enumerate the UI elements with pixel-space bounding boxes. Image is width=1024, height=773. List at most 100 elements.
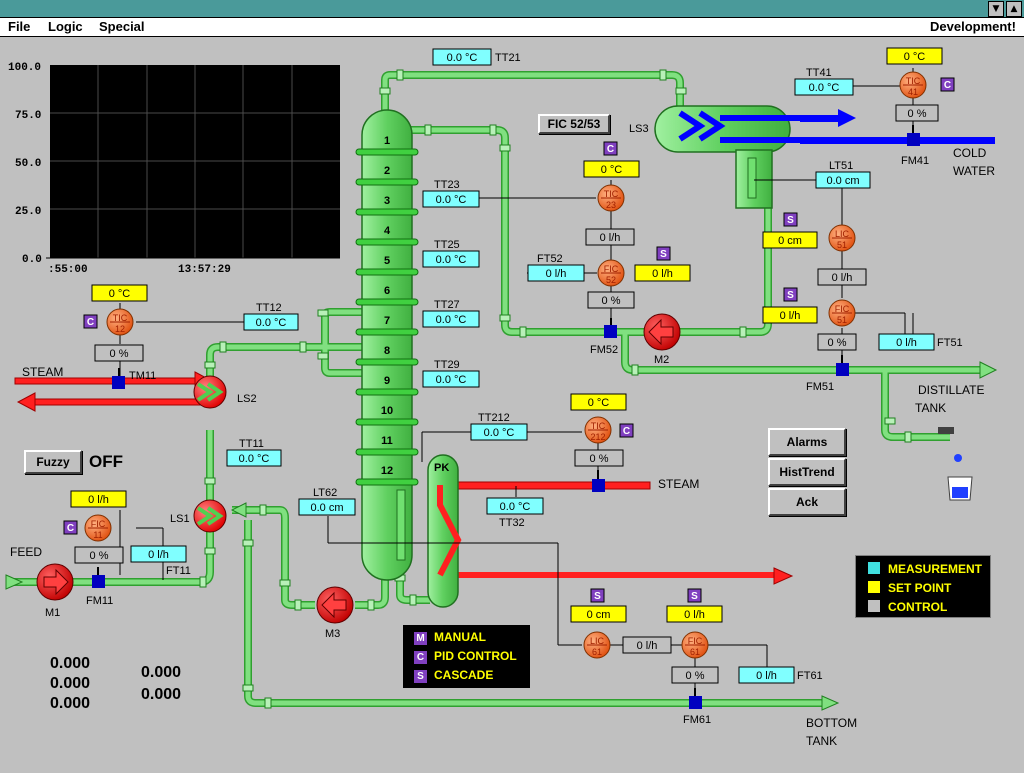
tray-number: 2: [384, 165, 390, 177]
valve-fm61[interactable]: [689, 688, 702, 709]
menu-special[interactable]: Special: [99, 19, 145, 34]
mode-badge-manual-icon: M: [414, 632, 427, 645]
valve-fm41[interactable]: [907, 125, 920, 146]
menu-logic[interactable]: Logic: [48, 19, 83, 34]
pump-m2[interactable]: [643, 313, 681, 351]
tray-number: 10: [381, 405, 393, 417]
lic61-output-value: 0 l/h: [637, 640, 658, 652]
fic11-setpoint[interactable]: 0 l/h: [70, 490, 127, 508]
fm52-tag: FM52: [590, 344, 618, 356]
fic11-output[interactable]: 0 %: [74, 546, 124, 564]
scroll-down-button[interactable]: ▼: [988, 1, 1004, 17]
trend-grid: [50, 65, 340, 258]
mode-badge-icon[interactable]: S: [590, 588, 605, 603]
ft51-tag: FT51: [937, 337, 963, 349]
mode-badge-letter: S: [660, 249, 667, 260]
tt27-box: 0.0 °C: [422, 310, 480, 328]
scroll-up-button[interactable]: ▲: [1006, 1, 1022, 17]
tic12-setpoint-value: 0 °C: [109, 288, 131, 300]
ft52-box-value: 0 l/h: [546, 268, 567, 280]
fic51-setpoint-value: 0 l/h: [780, 310, 801, 322]
controller-type: TIC: [906, 76, 921, 86]
color-swatch: [868, 562, 880, 574]
mode-badge-icon[interactable]: C: [603, 141, 618, 156]
valve-tm11[interactable]: [112, 368, 125, 389]
fm41-tag: FM41: [901, 155, 929, 167]
valve-fm51[interactable]: [836, 355, 849, 376]
mode-badge-icon[interactable]: C: [940, 77, 955, 92]
mode-badge-icon[interactable]: S: [656, 246, 671, 261]
fic51-output[interactable]: 0 %: [817, 333, 857, 351]
fic5253-button[interactable]: FIC 52/53: [538, 114, 610, 134]
mode-badge-letter: S: [691, 591, 698, 602]
pump-m1[interactable]: [36, 563, 74, 601]
mode-badge-icon[interactable]: S: [783, 212, 798, 227]
fic52-setpoint[interactable]: 0 l/h: [634, 264, 691, 282]
controller-type: TIC: [591, 421, 606, 431]
tic41-output[interactable]: 0 %: [895, 104, 939, 122]
fic61-setpoint[interactable]: 0 l/h: [666, 605, 723, 623]
fic61-output[interactable]: 0 %: [671, 666, 719, 684]
distillate-tank: [938, 427, 973, 501]
mode-badge-icon[interactable]: S: [783, 287, 798, 302]
ls2-tag: LS2: [237, 393, 257, 405]
tic41-setpoint[interactable]: 0 °C: [886, 47, 943, 65]
tt12-box: 0.0 °C: [243, 313, 299, 331]
lt62-tag: LT62: [313, 487, 337, 499]
lic61-output[interactable]: 0 l/h: [622, 636, 672, 654]
exchanger-ls2: [193, 375, 227, 409]
controller-number: 51: [837, 240, 847, 250]
label-bottom-tank: TANK: [806, 734, 837, 748]
tic212-setpoint[interactable]: 0 °C: [570, 393, 627, 411]
valve-steam-reboiler[interactable]: [592, 470, 605, 492]
ft61-box-value: 0 l/h: [756, 670, 777, 682]
mode-badge-icon[interactable]: C: [83, 314, 98, 329]
valve-fm52[interactable]: [604, 318, 617, 338]
fuzzy-button[interactable]: Fuzzy: [24, 450, 82, 474]
color-legend: MEASUREMENT SET POINT CONTROL: [855, 555, 991, 618]
label-water: WATER: [953, 164, 995, 178]
menu-file[interactable]: File: [8, 19, 31, 34]
pump-left-icon: [321, 591, 347, 619]
tray-plate: [355, 208, 419, 216]
tic12-setpoint[interactable]: 0 °C: [91, 284, 148, 302]
ack-button[interactable]: Ack: [768, 488, 846, 516]
mode-badge-letter: S: [594, 591, 601, 602]
lic51-output-value: 0 l/h: [832, 272, 853, 284]
tray-number: 3: [384, 195, 390, 207]
lic61-setpoint[interactable]: 0 cm: [570, 605, 627, 623]
mode-badge-letter: C: [67, 523, 74, 534]
fic52-output[interactable]: 0 %: [587, 291, 635, 309]
pump-m3[interactable]: [316, 586, 354, 624]
fic51-setpoint[interactable]: 0 l/h: [762, 306, 818, 324]
tic212-output[interactable]: 0 %: [574, 449, 624, 467]
fic52-setpoint-value: 0 l/h: [652, 268, 673, 280]
mode-badge-icon[interactable]: S: [687, 588, 702, 603]
tic12-output[interactable]: 0 %: [94, 344, 144, 362]
lic51-setpoint[interactable]: 0 cm: [762, 231, 818, 249]
tic23-output[interactable]: 0 l/h: [585, 228, 635, 246]
tic23-setpoint[interactable]: 0 °C: [583, 160, 640, 178]
lic51-output[interactable]: 0 l/h: [817, 268, 867, 286]
flow-arrowheads: [5, 361, 998, 711]
mode-badge-icon[interactable]: C: [619, 423, 634, 438]
ls3-tag: LS3: [629, 123, 649, 135]
legend-label: PID CONTROL: [434, 649, 517, 663]
alarms-button[interactable]: Alarms: [768, 428, 846, 456]
menu-development[interactable]: Development!: [930, 19, 1016, 34]
histtrend-button[interactable]: HistTrend: [768, 458, 846, 486]
valve-fm11[interactable]: [92, 567, 105, 588]
mode-badge-icon[interactable]: C: [63, 520, 78, 535]
fic51-output-value: 0 %: [828, 337, 847, 349]
